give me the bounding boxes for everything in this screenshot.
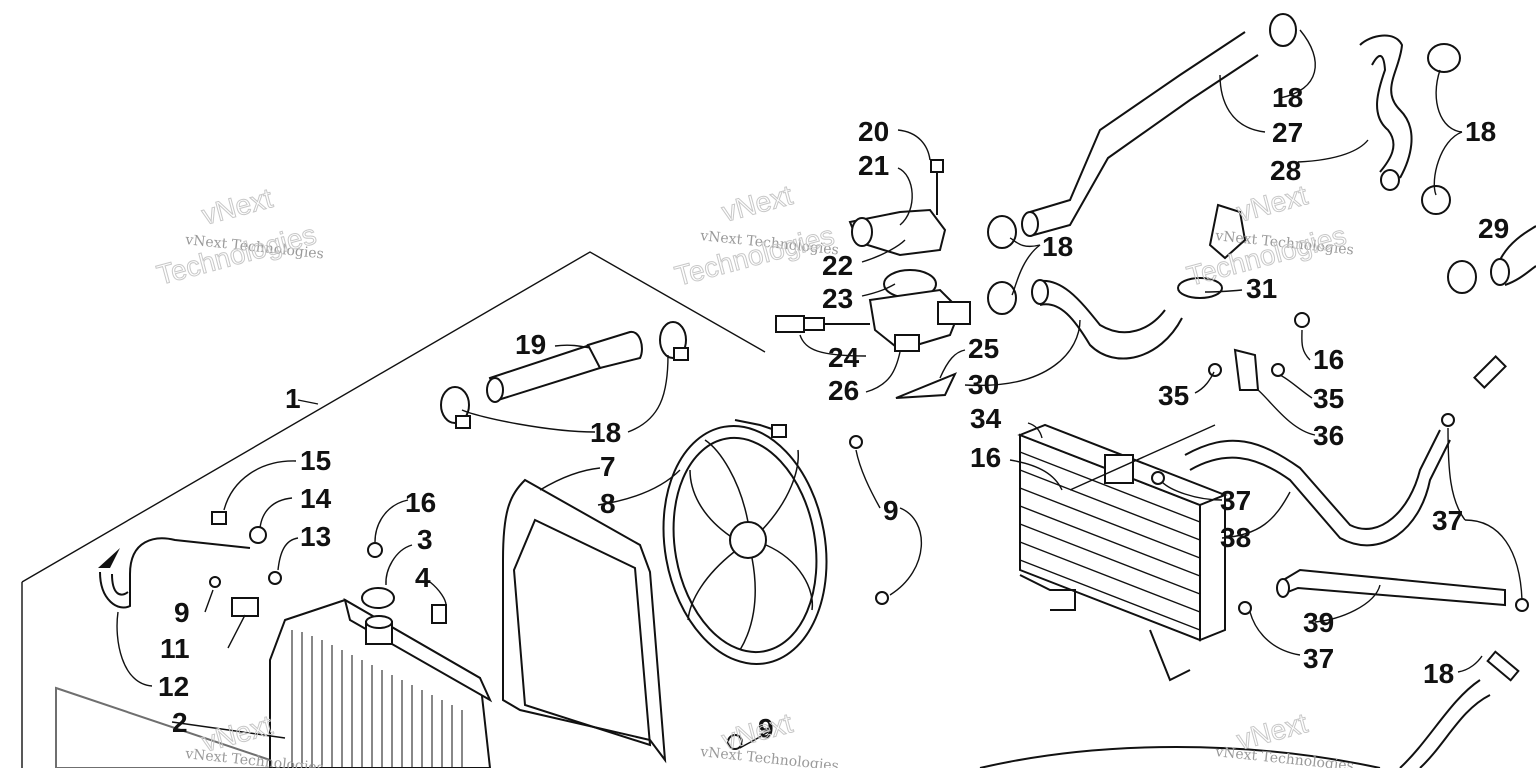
callout-numbers: 1 2 3 4 7 8 9 9 9 11 12 13 14 15 16 16 1…	[158, 82, 1509, 744]
hose-clamp-13	[268, 571, 282, 585]
callout-29: 29	[1478, 213, 1509, 244]
watermark-outline-word: vNext	[719, 179, 796, 228]
callout-9-c: 9	[758, 713, 774, 744]
callout-12: 12	[158, 671, 189, 702]
temperature-sensor-24	[775, 315, 870, 333]
hose-39	[1276, 568, 1506, 607]
callout-28: 28	[1270, 155, 1301, 186]
hose-28	[1359, 34, 1413, 191]
callout-18-e: 18	[1423, 658, 1454, 689]
callout-18-d: 18	[1465, 116, 1496, 147]
bolt-9-lower	[727, 734, 743, 750]
leader-lines	[116, 29, 1523, 749]
callout-9-a: 9	[174, 597, 190, 628]
hose-clamp-18-d	[1269, 13, 1477, 294]
callout-16-c: 16	[1313, 344, 1344, 375]
gasket-25	[895, 372, 958, 399]
callout-11: 11	[160, 633, 190, 664]
watermark-brand-text: vNext Technologies	[1214, 744, 1355, 768]
lower-hose	[1399, 679, 1481, 768]
watermark-outline-word: vNext	[719, 707, 796, 756]
washer-14	[249, 526, 267, 544]
watermark-left: vNext Technologies vNext Technologies	[153, 182, 325, 292]
bolt-9-top	[849, 435, 863, 449]
hose-19	[486, 330, 643, 403]
radiator-core	[55, 597, 493, 768]
callout-39: 39	[1303, 607, 1334, 638]
bolt-9-bottom	[875, 591, 889, 605]
callout-38: 38	[1220, 522, 1251, 553]
callout-23: 23	[822, 283, 853, 314]
fan-shroud	[502, 478, 667, 764]
watermark-outline-word: Technologies	[672, 220, 838, 292]
watermark-outline-word: vNext	[199, 182, 276, 231]
watermark-outline-word: vNext	[1234, 707, 1311, 756]
callout-21: 21	[858, 150, 889, 181]
watermark-bottom-center: vNext Technologies vNext	[699, 707, 840, 768]
hose-clamp-18-c	[987, 215, 1017, 315]
callout-37-b: 37	[1432, 505, 1463, 536]
hose-27	[1021, 31, 1259, 237]
watermark-outline-word: Technologies	[154, 219, 320, 291]
callout-7: 7	[600, 451, 616, 482]
nut-part-4	[431, 604, 447, 624]
callout-25: 25	[968, 333, 999, 364]
watermark-outline-word: vNext	[1234, 179, 1311, 228]
hose-29	[1490, 225, 1536, 286]
callout-15: 15	[300, 445, 331, 476]
thermostat-housing	[848, 159, 971, 352]
hose-clamp-18-a	[440, 386, 471, 429]
callout-20: 20	[858, 116, 889, 147]
callout-1: 1	[285, 383, 301, 414]
callout-30: 30	[968, 369, 999, 400]
lower-hose-edge	[1419, 694, 1491, 768]
callout-37-c: 37	[1303, 643, 1334, 674]
bolt-15	[211, 511, 227, 525]
hose-38	[1184, 429, 1451, 547]
callout-3: 3	[417, 524, 433, 555]
callout-14: 14	[300, 483, 332, 514]
callout-27: 27	[1272, 117, 1303, 148]
callout-35-a: 35	[1158, 380, 1189, 411]
callout-8: 8	[600, 488, 616, 519]
callout-2: 2	[172, 707, 188, 738]
callout-26: 26	[828, 375, 859, 406]
callout-31: 31	[1246, 273, 1277, 304]
fitting-right	[1473, 355, 1520, 682]
callout-19: 19	[515, 329, 546, 360]
watermark-center: vNext Technologies vNext Technologies	[671, 179, 840, 293]
callout-18-a: 18	[590, 417, 621, 448]
hose-30	[1031, 279, 1183, 360]
watermark-brand-text: vNext Technologies	[699, 744, 840, 768]
bolt-9-left	[209, 576, 221, 588]
bracket-11	[231, 597, 259, 617]
hose-clamp-37	[1151, 413, 1529, 615]
callout-34: 34	[970, 403, 1002, 434]
oil-cooler	[1017, 423, 1228, 682]
callout-37-a: 37	[1220, 485, 1251, 516]
radiator-assembly-outline	[21, 251, 766, 768]
hose-clamp-18-b	[659, 321, 689, 361]
fitting-31	[1177, 203, 1247, 299]
callout-16-a: 16	[405, 487, 436, 518]
callout-18-c: 18	[1272, 82, 1303, 113]
callout-4: 4	[415, 562, 431, 593]
overflow-hose	[98, 537, 251, 609]
callout-16-b: 16	[970, 442, 1001, 473]
callout-35-b: 35	[1313, 383, 1344, 414]
watermark-bottom-right: vNext Technologies vNext	[1214, 707, 1355, 768]
callout-18-b: 18	[1042, 231, 1073, 262]
callout-22: 22	[822, 250, 853, 281]
callout-24: 24	[828, 342, 860, 373]
callout-36: 36	[1313, 420, 1344, 451]
callout-13: 13	[300, 521, 331, 552]
bottom-hose-curve	[979, 746, 1381, 768]
bracket-36	[1208, 312, 1310, 391]
callout-9-b: 9	[883, 495, 899, 526]
cooling-fan	[662, 419, 828, 665]
radiator-cap	[361, 587, 395, 645]
nut-part-16-left	[367, 542, 383, 558]
